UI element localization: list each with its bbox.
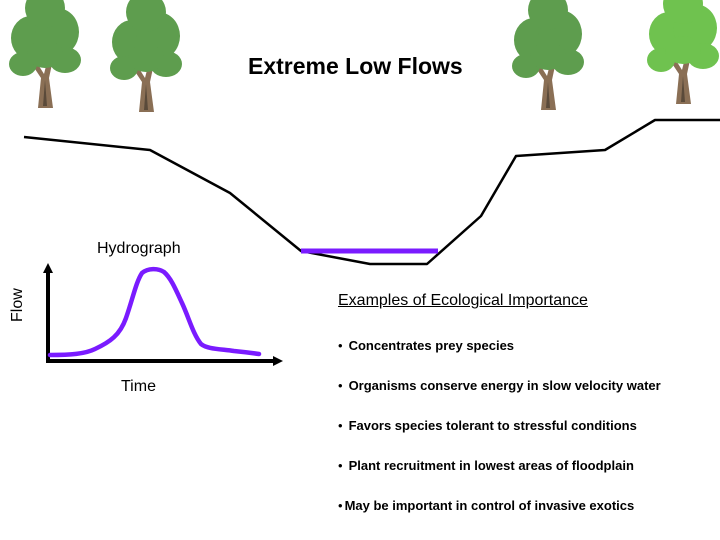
list-item: • Plant recruitment in lowest areas of fl… [338, 458, 661, 498]
hydrograph-y-axis-label: Flow [9, 288, 26, 322]
list-item-text: Favors species tolerant to stressful con… [348, 418, 637, 433]
tree-icon [9, 0, 81, 108]
bullet-icon: • [338, 378, 343, 393]
slide-title: Extreme Low Flows [248, 53, 463, 79]
examples-list: • Concentrates prey species • Organisms co… [338, 338, 661, 538]
list-item-text: May be important in control of invasive … [344, 498, 635, 513]
list-item-text: Plant recruitment in lowest areas of flo… [348, 458, 634, 473]
list-item-text: Concentrates prey species [348, 338, 515, 353]
list-item: • Favors species tolerant to stressful co… [338, 418, 661, 458]
bullet-icon: • [338, 338, 343, 353]
hydrograph-title: Hydrograph [97, 240, 181, 257]
hydrograph-x-axis-label: Time [121, 378, 156, 395]
tree-icon [512, 0, 584, 110]
tree-icon [647, 0, 719, 104]
examples-heading: Examples of Ecological Importance [338, 292, 588, 309]
list-item: • Concentrates prey species [338, 338, 661, 378]
list-item: •May be important in control of invasive… [338, 498, 661, 538]
bullet-icon: • [338, 458, 343, 473]
list-item: • Organisms conserve energy in slow veloc… [338, 378, 661, 418]
bullet-icon: • [338, 498, 343, 513]
list-item-text: Organisms conserve energy in slow veloci… [348, 378, 661, 393]
bullet-icon: • [338, 418, 343, 433]
hydrograph-curve [47, 266, 262, 358]
tree-icon [110, 0, 182, 112]
channel-bank-line [23, 118, 720, 266]
